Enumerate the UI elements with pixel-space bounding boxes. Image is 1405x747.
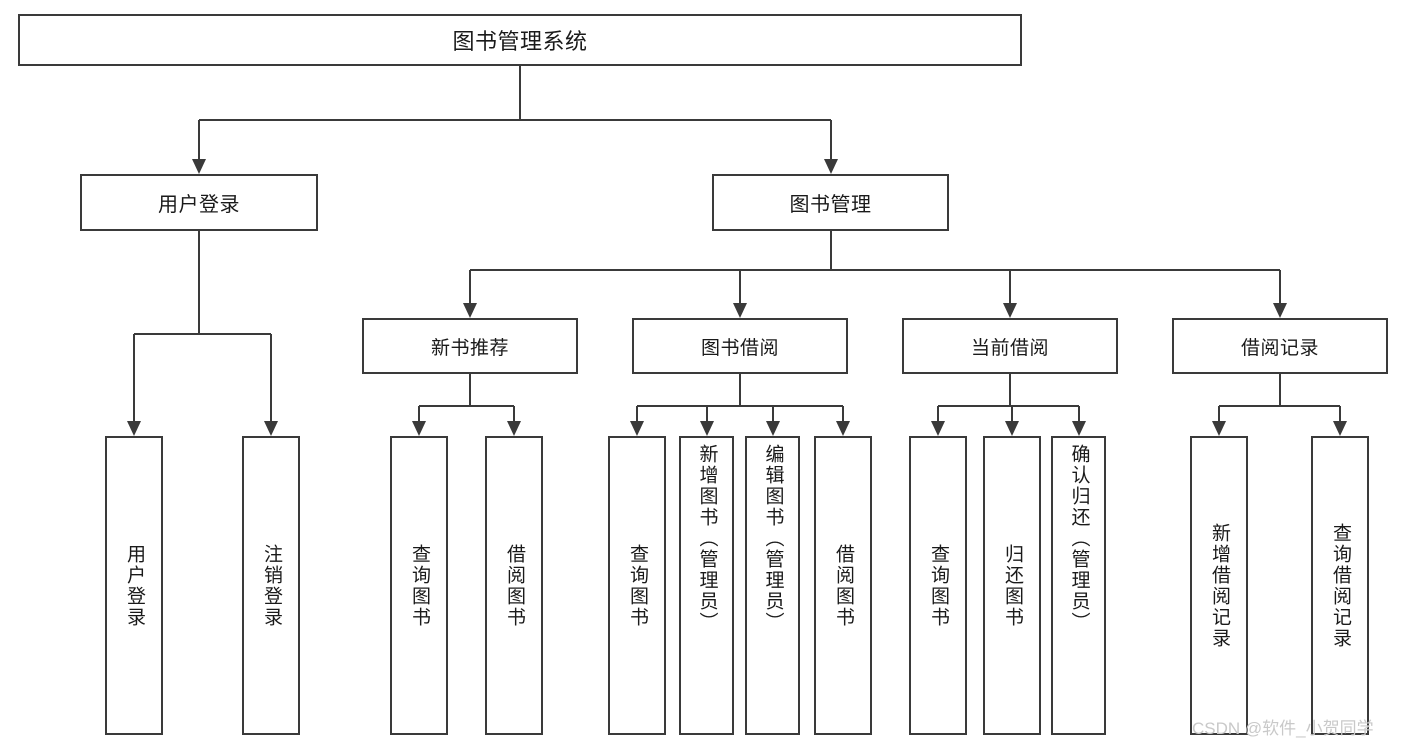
user-login-branch-1 (270, 334, 272, 421)
node-leaf-user-logout-label: 注销登录 (260, 543, 282, 628)
node-root-system: 图书管理系统 (18, 14, 1022, 66)
node-leaf-edit-book: 编辑图书（管理员） (745, 436, 800, 735)
node-leaf-add-book-label: 新增图书（管理员） (696, 444, 718, 633)
book-manage-arrow-1 (733, 303, 747, 318)
node-leaf-edit-book-label: 编辑图书（管理员） (762, 444, 784, 633)
node-leaf-query-book-3: 查询图书 (909, 436, 967, 735)
node-leaf-query-book-3-label: 查询图书 (927, 543, 949, 628)
book-borrow-stem (739, 374, 741, 406)
book-manage-arrow-3 (1273, 303, 1287, 318)
book-manage-branch-1 (739, 270, 741, 303)
book-borrow-arrow-1 (699, 421, 714, 436)
node-leaf-user-login-label: 用户登录 (123, 543, 145, 628)
book-manage-stem (829, 231, 832, 270)
node-leaf-return-book-label: 归还图书 (1001, 543, 1023, 628)
book-borrow-arrow-2 (765, 421, 780, 436)
current-borrow-bus (938, 405, 1079, 407)
node-book-manage: 图书管理 (712, 174, 949, 231)
root-branch-1 (829, 120, 832, 159)
node-new-book-recommend: 新书推荐 (362, 318, 578, 374)
current-borrow-branch-1 (1011, 406, 1013, 421)
node-user-login: 用户登录 (80, 174, 318, 231)
new-book-recommend-branch-1 (513, 406, 515, 421)
book-borrow-branch-1 (705, 406, 708, 421)
current-borrow-stem (1009, 374, 1011, 406)
book-borrow-branch-2 (771, 406, 774, 421)
book-manage-branch-0 (469, 270, 471, 303)
book-manage-arrow-2 (1003, 303, 1017, 318)
user-login-branch-0 (133, 334, 135, 421)
root-bus (199, 119, 831, 121)
node-current-borrow: 当前借阅 (902, 318, 1118, 374)
borrow-record-bus (1219, 405, 1340, 407)
node-leaf-borrow-book-2-label: 借阅图书 (832, 543, 854, 628)
node-leaf-confirm-return-label: 确认归还（管理员） (1068, 444, 1090, 633)
node-leaf-user-login: 用户登录 (105, 436, 163, 735)
new-book-recommend-bus (419, 405, 514, 407)
node-leaf-query-book-1: 查询图书 (390, 436, 448, 735)
book-manage-branch-3 (1279, 270, 1281, 303)
new-book-recommend-arrow-0 (412, 421, 426, 436)
new-book-recommend-arrow-1 (507, 421, 521, 436)
node-leaf-query-book-2-label: 查询图书 (626, 543, 648, 628)
node-leaf-borrow-book-2: 借阅图书 (814, 436, 872, 735)
borrow-record-arrow-1 (1333, 421, 1347, 436)
node-book-borrow: 图书借阅 (632, 318, 848, 374)
new-book-recommend-branch-0 (418, 406, 420, 421)
borrow-record-arrow-0 (1212, 421, 1226, 436)
current-borrow-branch-0 (937, 406, 939, 421)
node-leaf-add-record-label: 新增借阅记录 (1208, 522, 1230, 649)
node-leaf-user-logout: 注销登录 (242, 436, 300, 735)
root-stem (519, 66, 521, 120)
node-leaf-query-record-label: 查询借阅记录 (1329, 522, 1351, 649)
borrow-record-stem (1279, 374, 1281, 406)
node-leaf-query-record: 查询借阅记录 (1311, 436, 1369, 735)
new-book-recommend-stem (469, 374, 471, 406)
current-borrow-arrow-1 (1005, 421, 1019, 436)
node-leaf-confirm-return: 确认归还（管理员） (1051, 436, 1106, 735)
node-leaf-borrow-book-1: 借阅图书 (485, 436, 543, 735)
book-borrow-branch-0 (636, 406, 638, 421)
book-manage-arrow-0 (463, 303, 477, 318)
node-leaf-query-book-2: 查询图书 (608, 436, 666, 735)
root-arrow-0 (192, 159, 206, 174)
book-borrow-arrow-3 (836, 421, 850, 436)
current-borrow-arrow-0 (931, 421, 945, 436)
node-leaf-add-record: 新增借阅记录 (1190, 436, 1248, 735)
node-leaf-query-book-1-label: 查询图书 (408, 543, 430, 628)
current-borrow-branch-2 (1077, 406, 1080, 421)
user-login-stem (198, 231, 200, 334)
user-login-bus (134, 333, 271, 335)
user-login-arrow-0 (127, 421, 141, 436)
root-branch-0 (198, 120, 200, 159)
user-login-arrow-1 (264, 421, 278, 436)
node-leaf-return-book: 归还图书 (983, 436, 1041, 735)
current-borrow-arrow-2 (1071, 421, 1086, 436)
book-manage-branch-2 (1009, 270, 1011, 303)
book-borrow-arrow-0 (630, 421, 644, 436)
book-borrow-bus (637, 405, 843, 407)
book-borrow-branch-3 (842, 406, 844, 421)
node-leaf-borrow-book-1-label: 借阅图书 (503, 543, 525, 628)
node-leaf-add-book: 新增图书（管理员） (679, 436, 734, 735)
node-borrow-record: 借阅记录 (1172, 318, 1388, 374)
root-arrow-1 (823, 159, 838, 174)
book-manage-bus (470, 269, 1280, 271)
borrow-record-branch-1 (1339, 406, 1341, 421)
borrow-record-branch-0 (1218, 406, 1220, 421)
